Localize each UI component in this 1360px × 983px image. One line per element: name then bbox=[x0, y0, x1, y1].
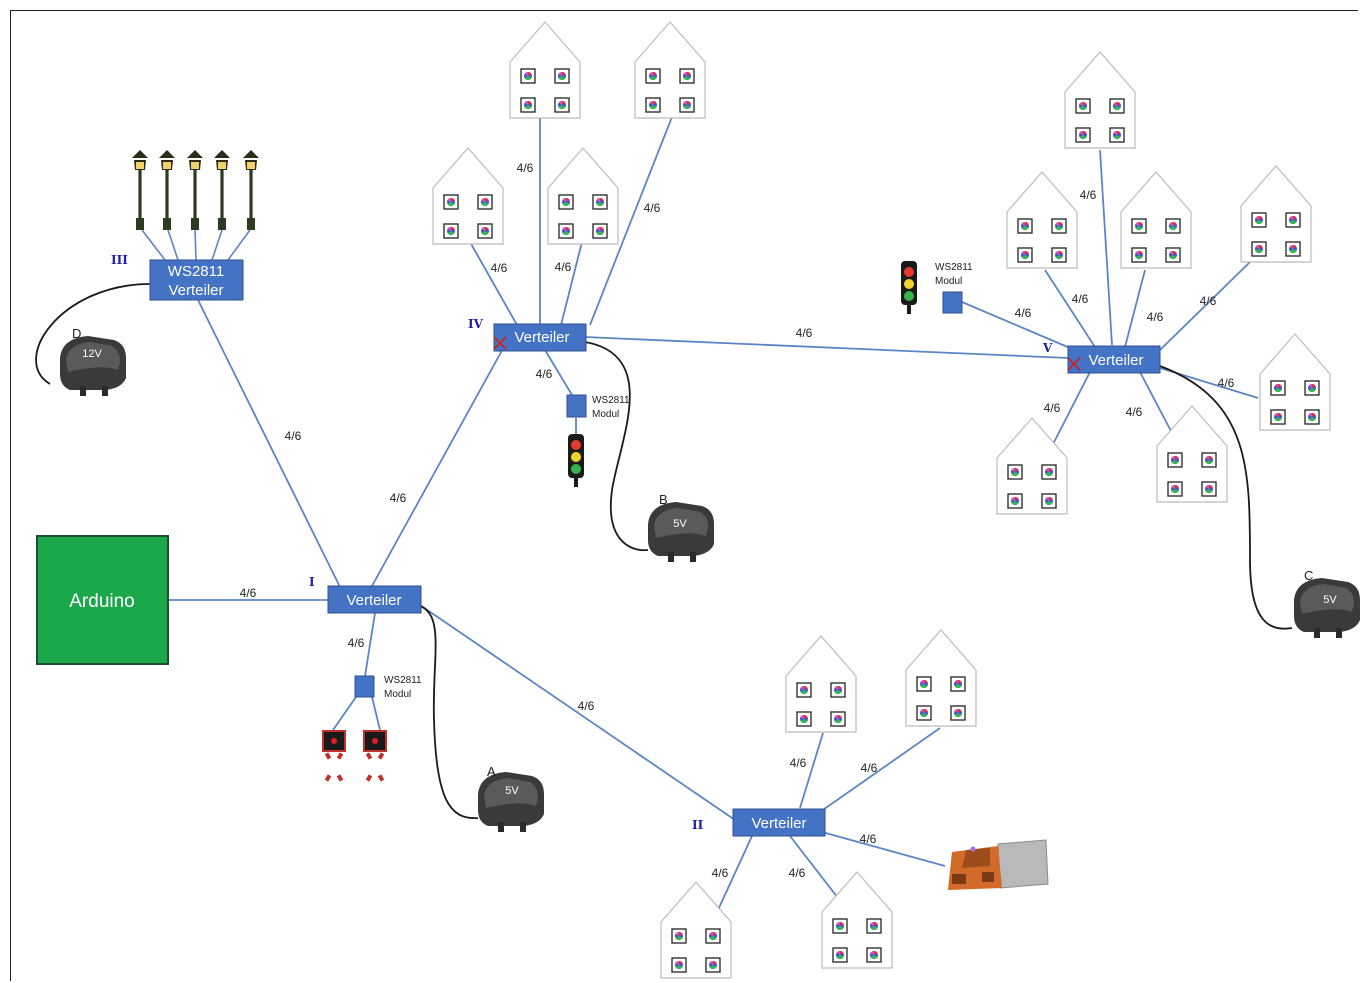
houses bbox=[433, 22, 1330, 978]
cable-label: 4/6 bbox=[861, 761, 878, 775]
arduino-label: Arduino bbox=[69, 591, 135, 612]
module-label-line1: WS2811 bbox=[592, 395, 630, 406]
cable-label: 4/6 bbox=[789, 866, 806, 880]
distributor-label-line2: Verteiler bbox=[168, 282, 223, 299]
house-icon bbox=[1121, 172, 1191, 268]
cable-label: 4/6 bbox=[712, 866, 729, 880]
psu-name: D bbox=[72, 326, 81, 341]
power-supply-icon bbox=[478, 772, 544, 832]
power-supply-D: D 12V bbox=[60, 326, 126, 396]
power-supply-icon bbox=[60, 336, 126, 396]
house-icon bbox=[1260, 334, 1330, 430]
house-icon bbox=[433, 148, 503, 244]
cable-label: 4/6 bbox=[517, 161, 534, 175]
cable-label: 4/6 bbox=[491, 261, 508, 275]
house-icon bbox=[1157, 406, 1227, 502]
traffic-light-icon bbox=[568, 434, 584, 487]
house-icon bbox=[997, 418, 1067, 514]
cable-label: 4/6 bbox=[240, 586, 257, 600]
power-supply-A: A 5V bbox=[478, 764, 544, 832]
street-lamps bbox=[132, 150, 259, 261]
cable-label: 4/6 bbox=[1218, 376, 1235, 390]
street-lamp-icon bbox=[187, 150, 203, 230]
house-icon bbox=[510, 22, 580, 118]
signal-icons bbox=[322, 730, 387, 782]
cable-label: 4/6 bbox=[285, 429, 302, 443]
psu-voltage: 5V bbox=[1323, 594, 1337, 606]
traffic-light-icon bbox=[901, 261, 917, 314]
connection-lines bbox=[168, 116, 1259, 911]
house-icon bbox=[906, 630, 976, 726]
street-lamp-icon bbox=[243, 150, 259, 230]
house-icon bbox=[1241, 166, 1311, 262]
module-label-line1: WS2811 bbox=[384, 675, 422, 686]
cable-label: 4/6 bbox=[578, 699, 595, 713]
roman-numeral: I bbox=[309, 575, 315, 589]
distributor-III: WS2811 Verteiler III bbox=[111, 253, 244, 301]
psu-name: C bbox=[1304, 568, 1313, 583]
house-icon bbox=[786, 636, 856, 732]
roman-numeral: V bbox=[1042, 341, 1053, 355]
distributor-label: Verteiler bbox=[514, 329, 569, 346]
truck-icon bbox=[948, 839, 1049, 890]
house-icon bbox=[661, 882, 731, 978]
cable-labels: 4/6 4/6 4/6 4/6 4/6 4/6 4/6 4/6 4/6 4/6 … bbox=[240, 161, 1235, 880]
psu-name: A bbox=[487, 764, 496, 779]
power-supply-B: B 5V bbox=[648, 492, 714, 562]
module-label-line2: Modul bbox=[592, 409, 619, 420]
distributor-label: Verteiler bbox=[1088, 352, 1143, 369]
distributor-label-line1: WS2811 bbox=[168, 263, 224, 280]
house-icon bbox=[548, 148, 618, 244]
cable-label: 4/6 bbox=[1200, 294, 1217, 308]
cable-label: 4/6 bbox=[1126, 405, 1143, 419]
roman-numeral: IV bbox=[468, 317, 484, 331]
psu-voltage: 12V bbox=[82, 348, 102, 360]
distributor-label: Verteiler bbox=[346, 592, 401, 609]
cable-label: 4/6 bbox=[1015, 306, 1032, 320]
house-icon bbox=[1007, 172, 1077, 268]
cable-label: 4/6 bbox=[1147, 310, 1164, 324]
cable-label: 4/6 bbox=[860, 832, 877, 846]
distributor-II: Verteiler II bbox=[692, 808, 826, 837]
distributor-I: Verteiler I bbox=[309, 575, 422, 614]
cable-label: 4/6 bbox=[555, 260, 572, 274]
ws2811-module-I: WS2811 Modul bbox=[354, 675, 422, 700]
cable-label: 4/6 bbox=[1044, 401, 1061, 415]
power-supply-C: C 5V bbox=[1294, 568, 1360, 638]
cable-label: 4/6 bbox=[644, 201, 661, 215]
module-label-line2: Modul bbox=[384, 689, 411, 700]
street-lamp-icon bbox=[132, 150, 148, 230]
cable-label: 4/6 bbox=[536, 367, 553, 381]
distributor-V: Verteiler V bbox=[1042, 341, 1161, 374]
module-label-line1: WS2811 bbox=[935, 262, 973, 273]
power-supply-icon bbox=[648, 502, 714, 562]
roman-numeral: II bbox=[692, 818, 704, 832]
cable-label: 4/6 bbox=[790, 756, 807, 770]
power-cables bbox=[35, 283, 1293, 819]
ws2811-module-IV: WS2811 Modul bbox=[566, 394, 630, 420]
distributor-IV: Verteiler IV bbox=[468, 317, 587, 352]
house-icon bbox=[1065, 52, 1135, 148]
roman-numeral: III bbox=[111, 253, 128, 267]
street-lamp-icon bbox=[214, 150, 230, 230]
cable-label: 4/6 bbox=[390, 491, 407, 505]
psu-voltage: 5V bbox=[505, 785, 519, 797]
cable-label: 4/6 bbox=[796, 326, 813, 340]
power-supply-icon bbox=[1294, 578, 1360, 638]
street-lamp-icon bbox=[159, 150, 175, 230]
ws2811-module-V: WS2811 Modul bbox=[935, 262, 973, 314]
distributor-label: Verteiler bbox=[751, 815, 806, 832]
psu-voltage: 5V bbox=[673, 518, 687, 530]
module-label-line2: Modul bbox=[935, 276, 962, 287]
cable-label: 4/6 bbox=[1080, 188, 1097, 202]
diagram-frame bbox=[10, 10, 1358, 981]
house-icon bbox=[635, 22, 705, 118]
arduino-board: Arduino bbox=[36, 535, 169, 665]
cable-label: 4/6 bbox=[1072, 292, 1089, 306]
psu-name: B bbox=[659, 492, 668, 507]
house-icon bbox=[822, 872, 892, 968]
cable-label: 4/6 bbox=[348, 636, 365, 650]
